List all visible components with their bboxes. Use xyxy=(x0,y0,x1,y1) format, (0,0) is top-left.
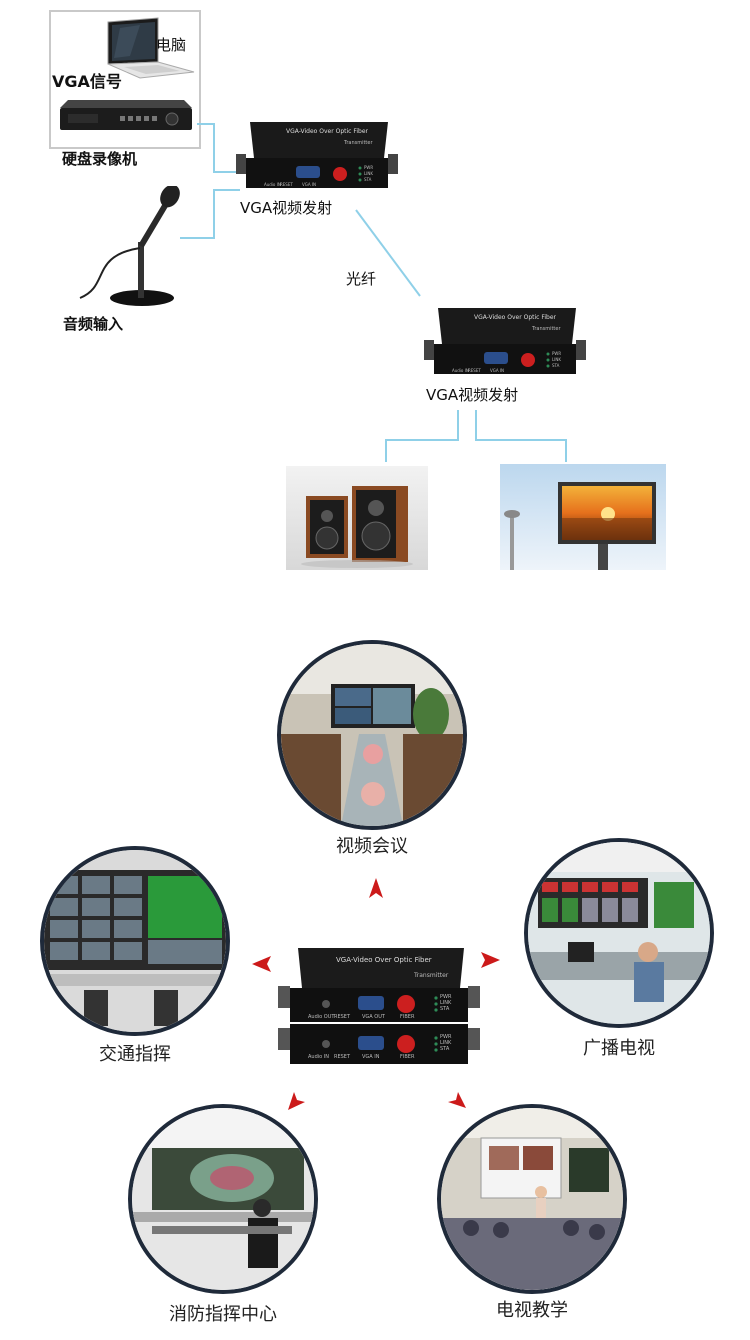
center-device-tag: Transmitter xyxy=(414,972,449,979)
app-label-tv-teaching: 电视教学 xyxy=(496,1300,568,1321)
fire-command-circle xyxy=(128,1104,318,1294)
vga-receiver-device: VGA-Video Over Optic Fiber Transmitter A… xyxy=(424,304,586,380)
computer-label: 电脑 xyxy=(156,36,187,54)
center-bottom-port-vga: VGA IN xyxy=(362,1054,380,1060)
center-bottom-port-fiber: FIBER xyxy=(400,1054,415,1060)
vga-transmitter-device: VGA-Video Over Optic Fiber Transmitter A… xyxy=(236,118,398,194)
receiver-led-link: LINK xyxy=(552,357,562,362)
receiver-port-vga: VGA IN xyxy=(490,368,505,373)
center-bottom-port-reset: RESET xyxy=(334,1054,351,1060)
vga-signal-label: VGA信号 xyxy=(52,72,122,91)
microphone-image xyxy=(79,186,180,306)
app-label-traffic-command: 交通指挥 xyxy=(99,1044,171,1065)
audio-input-label: 音频输入 xyxy=(63,315,124,333)
app-label-fire-command: 消防指挥中心 xyxy=(169,1304,277,1325)
transmitter-port-audio: Audio IN xyxy=(264,182,281,187)
arrow-down-left-icon xyxy=(288,1092,305,1110)
fiber-label: 光纤 xyxy=(346,270,377,288)
tv-teaching-image xyxy=(441,1108,623,1290)
center-top-port-audio: Audio OUT xyxy=(308,1014,335,1020)
center-top-led-link: LINK xyxy=(440,1000,452,1006)
receiver-label: VGA视频发射 xyxy=(426,386,519,404)
app-label-video-conference: 视频会议 xyxy=(336,836,408,857)
transmitter-port-reset: RESET xyxy=(280,182,293,187)
app-label-broadcast-tv: 广播电视 xyxy=(583,1038,655,1059)
arrow-left-icon xyxy=(252,956,271,972)
center-top-led-pwr: PWR xyxy=(440,994,452,1000)
fire-command-image xyxy=(132,1108,314,1290)
arrow-down-right-icon xyxy=(448,1092,466,1108)
center-top-port-vga: VGA OUT xyxy=(362,1014,385,1020)
center-bottom-led-link: LINK xyxy=(440,1040,452,1046)
laptop-image xyxy=(107,17,195,79)
transmitter-label: VGA视频发射 xyxy=(240,199,333,217)
receiver-port-reset: RESET xyxy=(468,368,481,373)
arrows-layer xyxy=(252,878,500,1110)
center-top-port-fiber: FIBER xyxy=(400,1014,415,1020)
dvr-image xyxy=(60,100,192,130)
receiver-led-sta: STA xyxy=(552,363,560,368)
speakers-image xyxy=(286,466,428,570)
video-conference-image xyxy=(281,644,463,826)
transmitter-led-pwr: PWR xyxy=(364,165,374,170)
transmitter-led-link: LINK xyxy=(364,171,374,176)
receiver-tag: Transmitter xyxy=(532,326,561,332)
receiver-port-audio: Audio IN xyxy=(452,368,469,373)
center-device-title: VGA-Video Over Optic Fiber xyxy=(336,956,432,964)
connection-lines xyxy=(180,123,567,462)
transmitter-tag: Transmitter xyxy=(344,140,373,146)
tv-teaching-circle xyxy=(437,1104,627,1294)
center-bottom-led-pwr: PWR xyxy=(440,1034,452,1040)
traffic-command-circle xyxy=(40,846,230,1036)
receiver-title: VGA-Video Over Optic Fiber xyxy=(474,314,557,321)
transmitter-title: VGA-Video Over Optic Fiber xyxy=(286,128,369,135)
arrow-up-icon xyxy=(369,878,383,898)
arrow-right-icon xyxy=(481,952,500,968)
dvr-label: 硬盘录像机 xyxy=(62,150,138,168)
center-bottom-led-sta: STA xyxy=(440,1046,450,1052)
video-conference-circle xyxy=(277,640,467,830)
receiver-led-pwr: PWR xyxy=(552,351,562,356)
transmitter-led-sta: STA xyxy=(364,177,372,182)
center-device-stack: VGA-Video Over Optic Fiber Transmitter A… xyxy=(274,944,484,1072)
center-top-port-reset: RESET xyxy=(334,1014,351,1020)
center-top-led-sta: STA xyxy=(440,1006,450,1012)
transmitter-port-vga: VGA IN xyxy=(302,182,317,187)
display-screen-image xyxy=(500,464,666,570)
center-bottom-port-audio: Audio IN xyxy=(308,1054,330,1060)
